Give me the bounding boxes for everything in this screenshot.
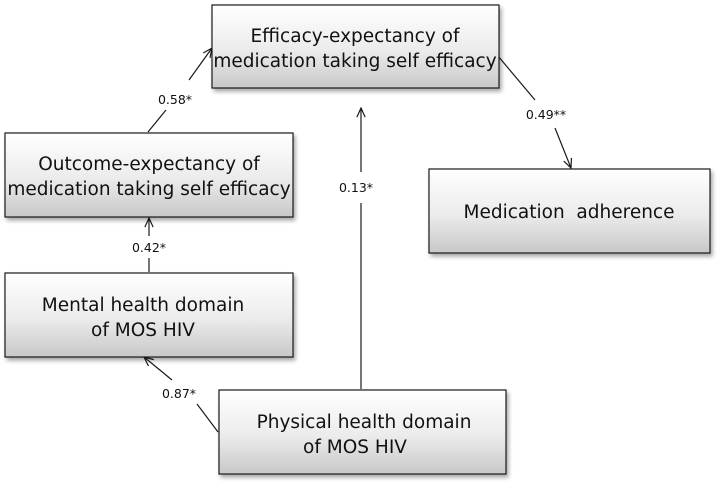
node-outcome-expectancy xyxy=(4,132,294,218)
node-medication-adherence xyxy=(428,168,711,254)
node-mental-line2: of MOS HIV xyxy=(91,320,195,341)
edge-label-outcome-efficacy: 0.58* xyxy=(158,92,192,107)
node-efficacy-line1: Efficacy-expectancy of xyxy=(250,26,459,47)
edge-physical-to-efficacy: 0.13* xyxy=(339,108,373,389)
edge-label-mental-outcome: 0.42* xyxy=(132,240,166,255)
node-outcome-line1: Outcome-expectancy of xyxy=(38,154,260,175)
node-adherence-line1: Medication adherence xyxy=(464,202,675,223)
node-efficacy-expectancy xyxy=(211,4,500,89)
node-physical-line1: Physical health domain xyxy=(257,412,472,433)
node-physical-health xyxy=(218,389,507,475)
node-outcome-line2: medication taking self efficacy xyxy=(7,179,290,200)
edge-physical-to-mental: 0.87* xyxy=(144,357,219,433)
edge-efficacy-to-adherence: 0.49** xyxy=(497,55,571,168)
edge-mental-to-outcome: 0.42* xyxy=(132,218,166,272)
node-physical-line2: of MOS HIV xyxy=(303,437,407,458)
node-mental-health xyxy=(4,272,294,358)
node-efficacy-line2: medication taking self efficacy xyxy=(213,51,496,72)
edge-label-physical-efficacy: 0.13* xyxy=(339,180,373,195)
edge-label-efficacy-adherence: 0.49** xyxy=(526,107,566,122)
edge-label-physical-mental: 0.87* xyxy=(162,386,196,401)
edge-outcome-to-efficacy: 0.58* xyxy=(147,48,212,133)
node-mental-line1: Mental health domain xyxy=(42,295,244,316)
